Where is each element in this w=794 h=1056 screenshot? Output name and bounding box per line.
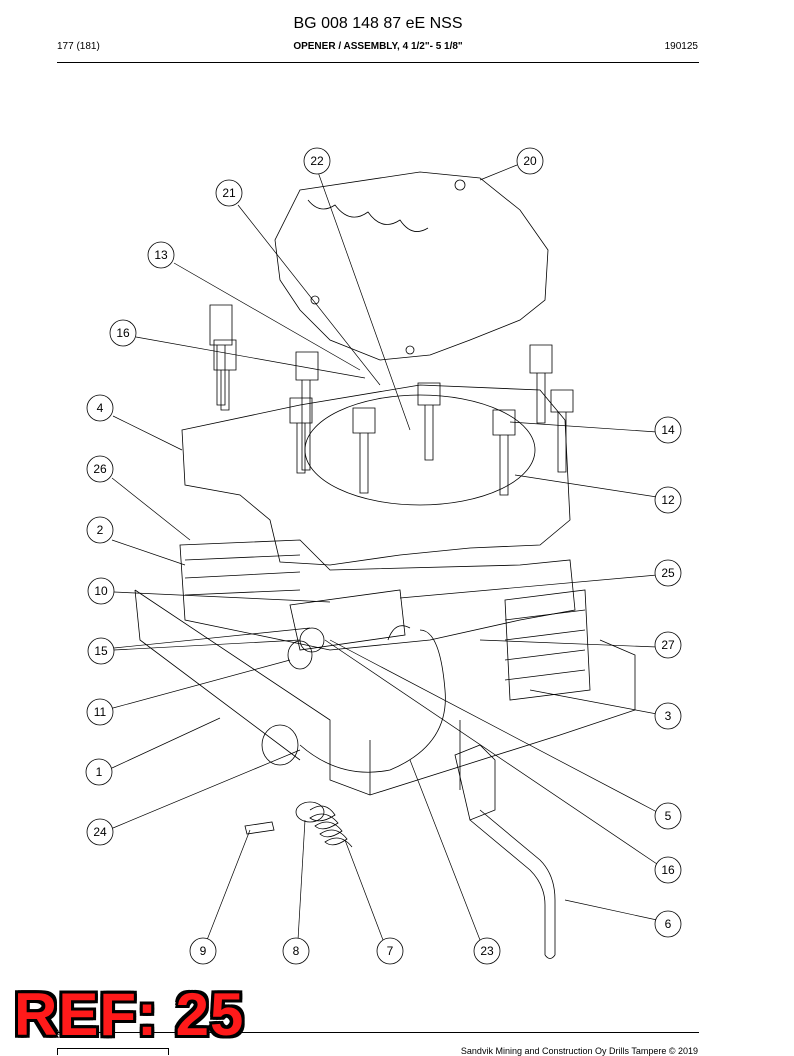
leader-lines <box>111 164 658 941</box>
callout-label: 27 <box>661 638 675 652</box>
callout-bubble <box>109 319 137 347</box>
bolts <box>209 304 574 496</box>
callout-bubble <box>215 179 243 207</box>
page-number: 177 (181) <box>57 41 100 52</box>
callout-label: 1 <box>96 765 103 779</box>
document-code: 190125 <box>664 41 698 52</box>
callout-label: 22 <box>310 154 324 168</box>
callout-label: 16 <box>661 863 675 877</box>
callout-label: 12 <box>661 493 675 507</box>
callout-bubble <box>87 577 115 605</box>
callout-bubble <box>303 147 331 175</box>
callout-label: 10 <box>94 584 108 598</box>
callout-label: 21 <box>222 186 236 200</box>
callout-bubble <box>86 394 114 422</box>
callout-label: 9 <box>200 944 207 958</box>
ref-stamp: REF: 25 <box>14 981 245 1048</box>
callout-bubble <box>87 637 115 665</box>
callout-label: 4 <box>97 401 104 415</box>
callout-label: 25 <box>661 566 675 580</box>
callout-label: 5 <box>665 809 672 823</box>
callout-label: 24 <box>93 825 107 839</box>
callout-bubble <box>86 818 114 846</box>
callout-label: 23 <box>480 944 494 958</box>
callout-bubble <box>654 486 682 514</box>
callout-bubble <box>189 937 217 965</box>
callout-bubble <box>654 631 682 659</box>
callout-bubble <box>85 758 113 786</box>
callout-bubble <box>86 516 114 544</box>
callout-label: 15 <box>94 644 108 658</box>
callout-bubble <box>654 702 682 730</box>
callout-label: 2 <box>97 523 104 537</box>
callout-bubble <box>654 856 682 884</box>
footer-copyright: Sandvik Mining and Construction Oy Drill… <box>460 1046 698 1056</box>
header-rule <box>57 62 699 63</box>
callout-label: 20 <box>523 154 537 168</box>
callout-label: 7 <box>387 944 394 958</box>
callout-bubble <box>516 147 544 175</box>
callout-bubble <box>376 937 404 965</box>
footer-rule <box>57 1032 699 1033</box>
callout-bubble <box>282 937 310 965</box>
callout-bubble <box>86 455 114 483</box>
section-title: OPENER / ASSEMBLY, 4 1/2"- 5 1/8" <box>293 41 463 52</box>
callout-label: 8 <box>293 944 300 958</box>
company-logo <box>57 1048 169 1055</box>
document-title: BG 008 148 87 eE NSS <box>293 15 463 32</box>
callout-label: 14 <box>661 423 675 437</box>
callout-label: 13 <box>154 248 168 262</box>
callout-label: 6 <box>665 917 672 931</box>
callout-label: 11 <box>94 705 107 719</box>
callout-bubble <box>654 559 682 587</box>
callout-bubble <box>86 698 114 726</box>
callout-bubble <box>654 910 682 938</box>
callout-bubble <box>654 802 682 830</box>
callout-label: 3 <box>665 709 672 723</box>
callout-bubble <box>473 937 501 965</box>
callout-bubble <box>147 241 175 269</box>
callout-label: 16 <box>116 326 130 340</box>
assembly-linework <box>134 171 636 959</box>
callout-bubble <box>654 416 682 444</box>
callout-label: 26 <box>93 462 107 476</box>
